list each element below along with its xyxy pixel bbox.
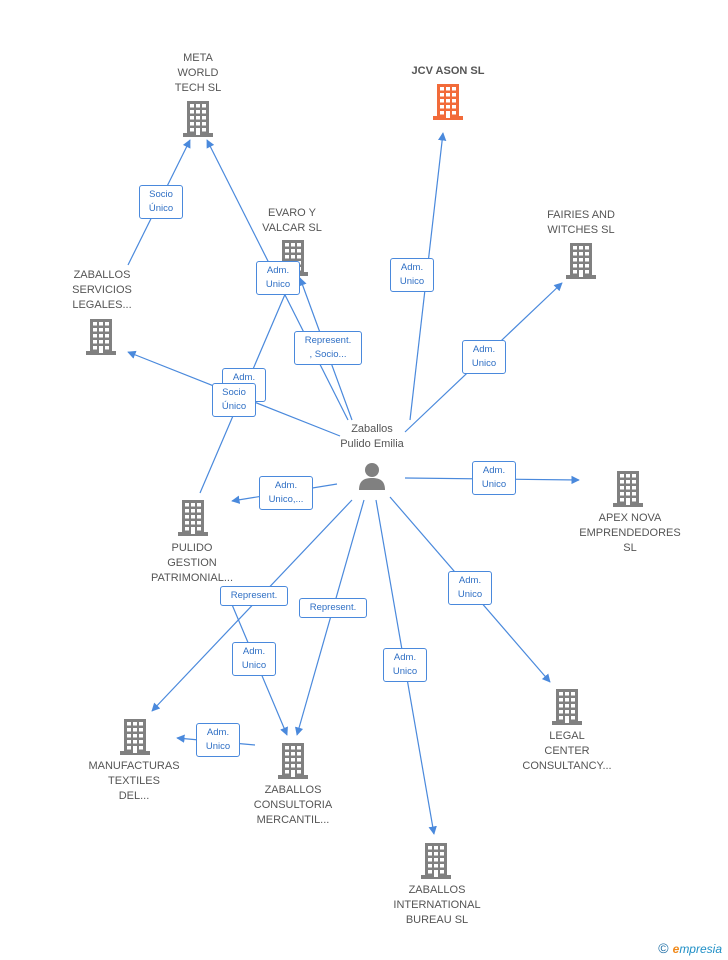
edge-label-center-manufacturas: Represent. <box>220 586 288 606</box>
edge-label-center-fairies: Adm. Unico <box>462 340 506 374</box>
building-icon-meta[interactable] <box>183 101 215 137</box>
building-icon-jcv[interactable] <box>433 84 465 120</box>
building-icon-zservicios[interactable] <box>86 319 118 355</box>
company-label-zservicios[interactable]: ZABALLOS SERVICIOS LEGALES... <box>72 269 132 311</box>
edge-label-center-zconsultoria: Represent. <box>299 598 367 618</box>
person-icon[interactable] <box>357 461 387 491</box>
building-icon-legal[interactable] <box>552 689 584 725</box>
copyright-icon: © <box>658 940 669 956</box>
building-icon-manufacturas[interactable] <box>120 719 152 755</box>
edge-label-center-pulido: Adm. Unico,... <box>259 476 313 510</box>
edge-label-center-meta: Adm. Unico <box>256 261 300 295</box>
edge-label-center-apex: Adm. Unico <box>472 461 516 495</box>
company-label-legal[interactable]: LEGAL CENTER CONSULTANCY... <box>522 730 612 772</box>
edge-label-center-zinternational: Adm. Unico <box>383 648 427 682</box>
company-label-jcv[interactable]: JCV ASON SL <box>411 65 485 77</box>
edge-label-center-jcv: Adm. Unico <box>390 258 434 292</box>
building-icon-apex[interactable] <box>613 471 645 507</box>
company-label-apex[interactable]: APEX NOVA EMPRENDEDORES SL <box>579 512 681 554</box>
edge-label-center-zservicios: Socio Único <box>212 383 256 417</box>
edge-label-center-legal: Adm. Unico <box>448 571 492 605</box>
company-label-meta[interactable]: META WORLD TECH SL <box>174 52 222 94</box>
company-label-zinternational[interactable]: ZABALLOS INTERNATIONAL BUREAU SL <box>393 884 481 926</box>
company-label-manufacturas[interactable]: MANUFACTURAS TEXTILES DEL... <box>88 760 180 802</box>
edge-label-to-zconsultoria: Adm. Unico <box>232 642 276 676</box>
building-icon-fairies[interactable] <box>566 243 598 279</box>
edge-label-zservicios-meta: Socio Único <box>139 185 183 219</box>
brand-initial: e <box>672 942 680 956</box>
brand-name: mpresia <box>679 942 722 956</box>
edge-label-zconsultoria-manufacturas: Adm. Unico <box>196 723 240 757</box>
company-label-zconsultoria[interactable]: ZABALLOS CONSULTORIA MERCANTIL... <box>253 784 333 826</box>
company-label-evaro[interactable]: EVARO Y VALCAR SL <box>262 207 322 234</box>
building-icon-zinternational[interactable] <box>421 843 453 879</box>
company-label-fairies[interactable]: FAIRIES AND WITCHES SL <box>547 209 615 236</box>
brand-footer[interactable]: ©empresia <box>658 940 722 956</box>
company-label-pulido[interactable]: PULIDO GESTION PATRIMONIAL... <box>150 542 234 584</box>
building-icon-zconsultoria[interactable] <box>278 743 310 779</box>
building-icon-pulido[interactable] <box>178 500 210 536</box>
edge-label-center-evaro: Represent. , Socio... <box>294 331 362 365</box>
person-label[interactable]: Zaballos Pulido Emilia <box>340 423 404 450</box>
